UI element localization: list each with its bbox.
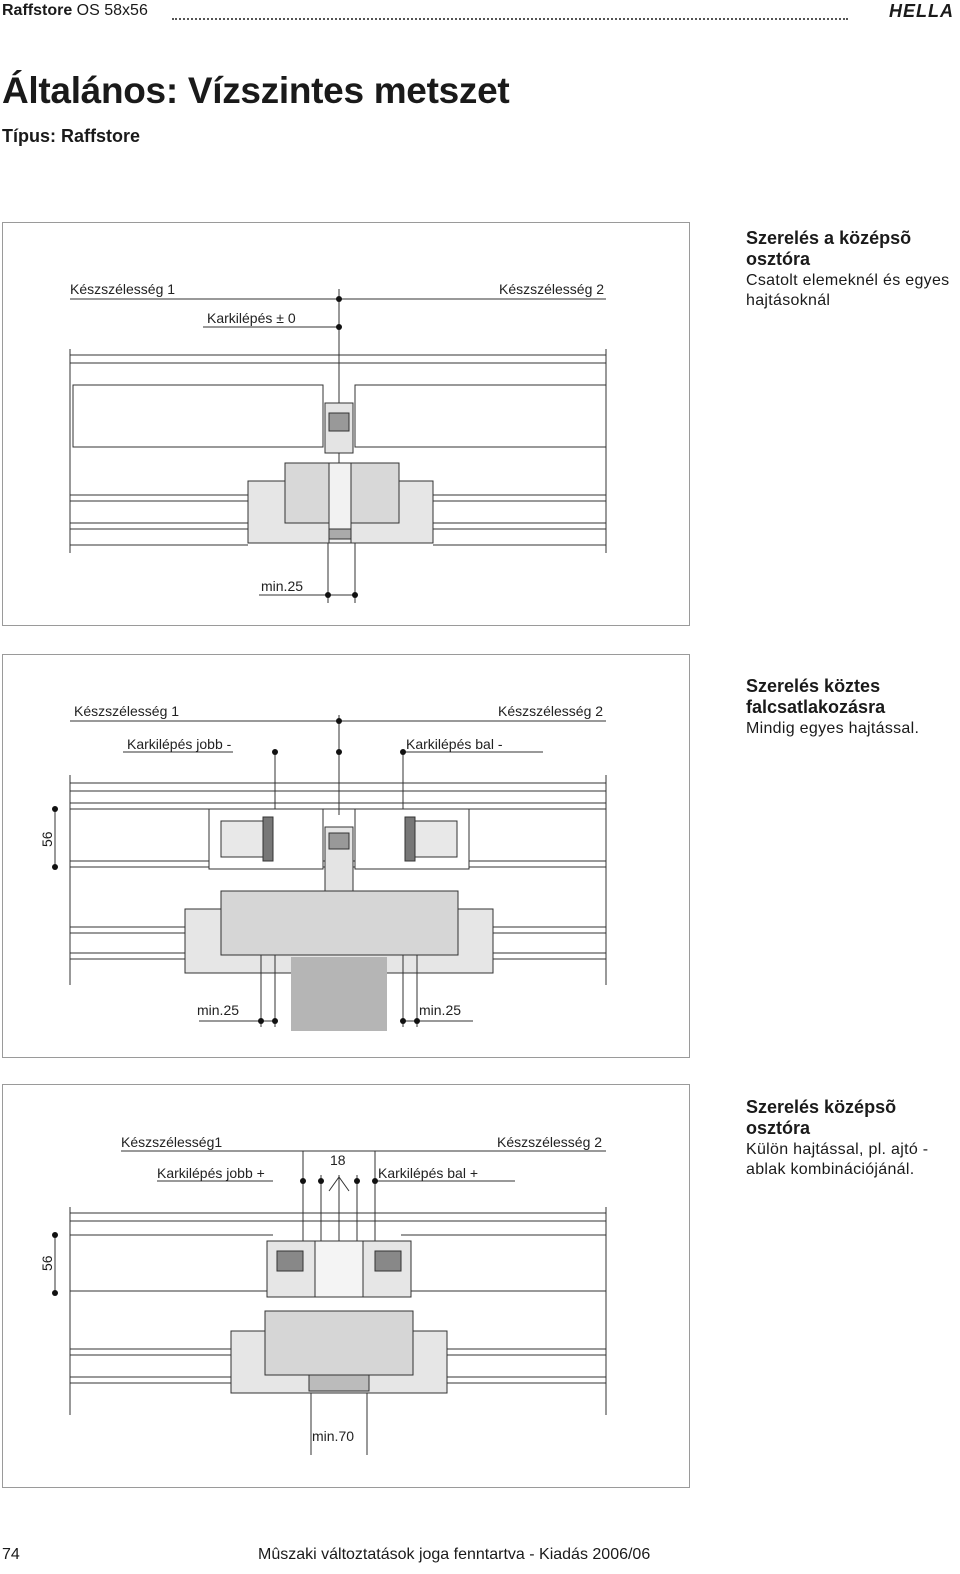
section-drawing-1: Készszélesség 1 Készszélesség 2 Karkilép… xyxy=(2,222,690,626)
finished-width-2-label: Készszélesség 2 xyxy=(499,281,605,297)
footer-note: Mûszaki változtatások joga fenntartva - … xyxy=(258,1546,651,1563)
section-text-1: Csatolt elemeknél és egyes hajtásoknál xyxy=(746,272,950,309)
offset-right-label: Karkilépés jobb + xyxy=(157,1165,265,1181)
cross-section-drawing-3 xyxy=(52,1150,607,1455)
section-text-2: Mindig egyes hajtással. xyxy=(746,720,920,737)
min-dimension-label: min.25 xyxy=(261,578,304,594)
min-left-label: min.25 xyxy=(197,1002,240,1018)
page-header: Raffstore OS 58x56 HELLA xyxy=(0,0,960,24)
wall-connection-fill xyxy=(291,957,387,1031)
depth-dimension-label: 56 xyxy=(39,831,55,847)
section-heading-1: Szerelés a középsõ osztóra xyxy=(746,228,912,269)
brand-logo: HELLA xyxy=(889,1,954,21)
cross-section-drawing-1 xyxy=(69,289,607,603)
finished-width-1-label: Készszélesség1 xyxy=(121,1134,223,1150)
finished-width-2-label: Készszélesség 2 xyxy=(498,703,604,719)
offset-label: Karkilépés ± 0 xyxy=(207,310,296,326)
section-drawing-2: Készszélesség 1 Készszélesség 2 Karkilép… xyxy=(2,654,690,1058)
section-drawing-3: Készszélesség1 Készszélesség 2 18 Karkil… xyxy=(2,1084,690,1488)
section-caption-2: Szerelés köztes falcsatlakozásra Mindig … xyxy=(746,676,956,739)
gap-dimension-label: 18 xyxy=(330,1152,346,1168)
header-dotted-rule xyxy=(172,18,848,20)
section-caption-1: Szerelés a középsõ osztóra Csatolt eleme… xyxy=(746,228,956,311)
depth-dimension-label: 56 xyxy=(39,1255,55,1271)
section-caption-3: Szerelés középsõ osztóra Külön hajtással… xyxy=(746,1097,956,1180)
section-heading-3: Szerelés középsõ osztóra xyxy=(746,1097,897,1138)
page-number: 74 xyxy=(2,1546,20,1563)
page-subtitle: Típus: Raffstore xyxy=(2,126,141,146)
finished-width-2-label: Készszélesség 2 xyxy=(497,1134,603,1150)
offset-right-label: Karkilépés jobb - xyxy=(127,736,232,752)
offset-left-label: Karkilépés bal + xyxy=(378,1165,479,1181)
section-text-3: Külön hajtással, pl. ajtó - ablak kombin… xyxy=(746,1141,929,1178)
offset-left-label: Karkilépés bal - xyxy=(406,736,503,752)
product-name: Raffstore OS 58x56 xyxy=(2,2,148,19)
finished-width-1-label: Készszélesség 1 xyxy=(70,281,176,297)
section-heading-2: Szerelés köztes falcsatlakozásra xyxy=(746,676,886,717)
min-dimension-label: min.70 xyxy=(312,1428,355,1444)
page-title: Általános: Vízszintes metszet xyxy=(2,70,510,111)
finished-width-1-label: Készszélesség 1 xyxy=(74,703,180,719)
cross-section-drawing-2 xyxy=(52,715,607,1031)
min-right-label: min.25 xyxy=(419,1002,462,1018)
